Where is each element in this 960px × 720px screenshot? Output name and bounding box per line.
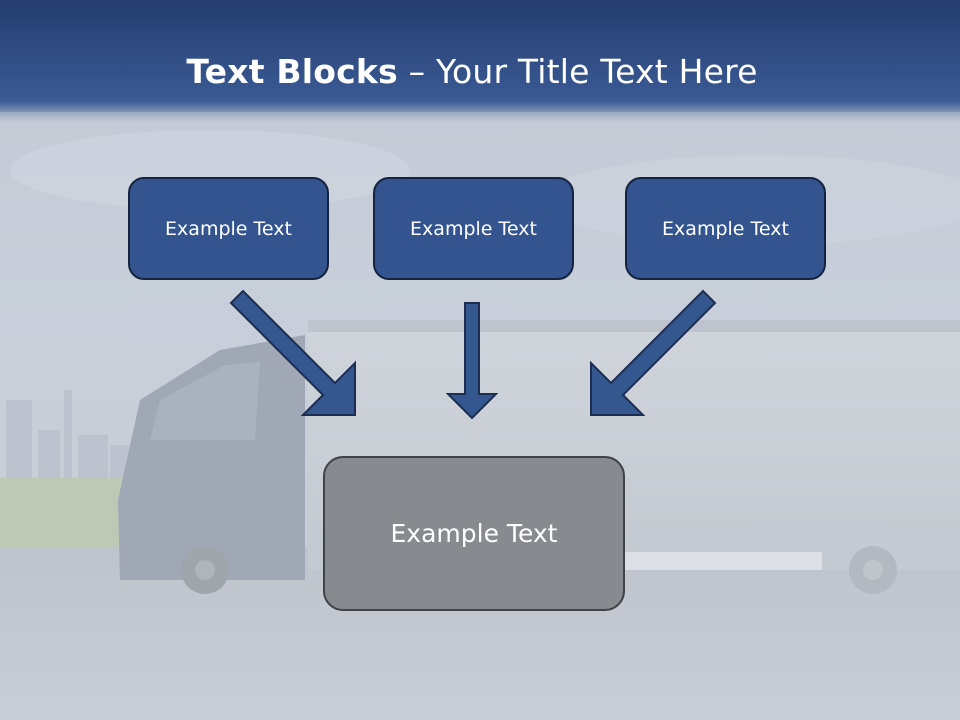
slide-title: Text Blocks – Your Title Text Here — [0, 52, 944, 91]
arrow-right — [590, 289, 717, 416]
title-bold: Text Blocks — [186, 52, 398, 91]
target-text-block-label: Example Text — [390, 519, 558, 548]
text-block-3-label: Example Text — [662, 217, 789, 240]
text-block-2[interactable]: Example Text — [373, 177, 574, 280]
target-text-block[interactable]: Example Text — [323, 456, 625, 611]
text-block-2-label: Example Text — [410, 217, 537, 240]
arrow-center — [445, 302, 499, 420]
text-block-3[interactable]: Example Text — [625, 177, 826, 280]
title-rest: – Your Title Text Here — [397, 52, 758, 91]
text-block-1-label: Example Text — [165, 217, 292, 240]
arrow-left — [229, 289, 356, 416]
text-block-1[interactable]: Example Text — [128, 177, 329, 280]
